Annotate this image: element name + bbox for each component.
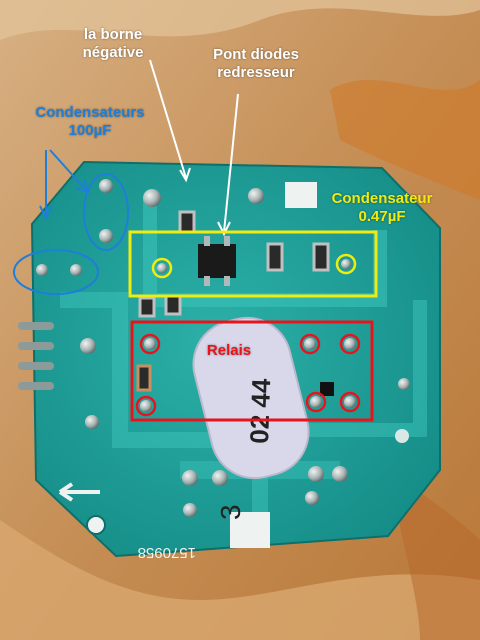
capacitor-047uf-box — [128, 230, 378, 298]
relay-pin-markers — [135, 333, 361, 417]
relay-label: Relais — [206, 342, 252, 359]
capacitors-100uf-label: Condensateurs 100µF — [35, 104, 145, 139]
capacitor-047uf-label: Condensateur 0.47µF — [331, 190, 433, 225]
part-number: 1570958 — [138, 544, 196, 561]
cloth-fold — [330, 80, 480, 200]
sticker: 02 44 — [192, 316, 310, 480]
capacitor-047uf-pin-marker — [335, 253, 357, 275]
capacitor-047uf-pin-marker — [151, 257, 173, 279]
cloth-fold — [0, 520, 480, 640]
wire-leads — [18, 322, 54, 390]
handwritten-mark: 3 — [215, 504, 246, 520]
cloth-fold — [0, 0, 480, 40]
bridge-rectifier-pointer — [217, 93, 239, 237]
negative-terminal-pointer — [149, 59, 191, 183]
capacitor-100uf-markers — [13, 149, 129, 295]
smd-resistors — [136, 210, 334, 396]
sticker-text: 02 44 — [244, 378, 276, 445]
cloth-fold — [390, 470, 480, 640]
bridge-rectifier-label: Pont diodes redresseur — [213, 46, 299, 81]
relay-box — [130, 320, 374, 422]
negative-terminal-label: la borne négative — [82, 26, 144, 61]
bridge-rectifier-chip — [198, 236, 236, 286]
solder-points — [36, 179, 410, 517]
